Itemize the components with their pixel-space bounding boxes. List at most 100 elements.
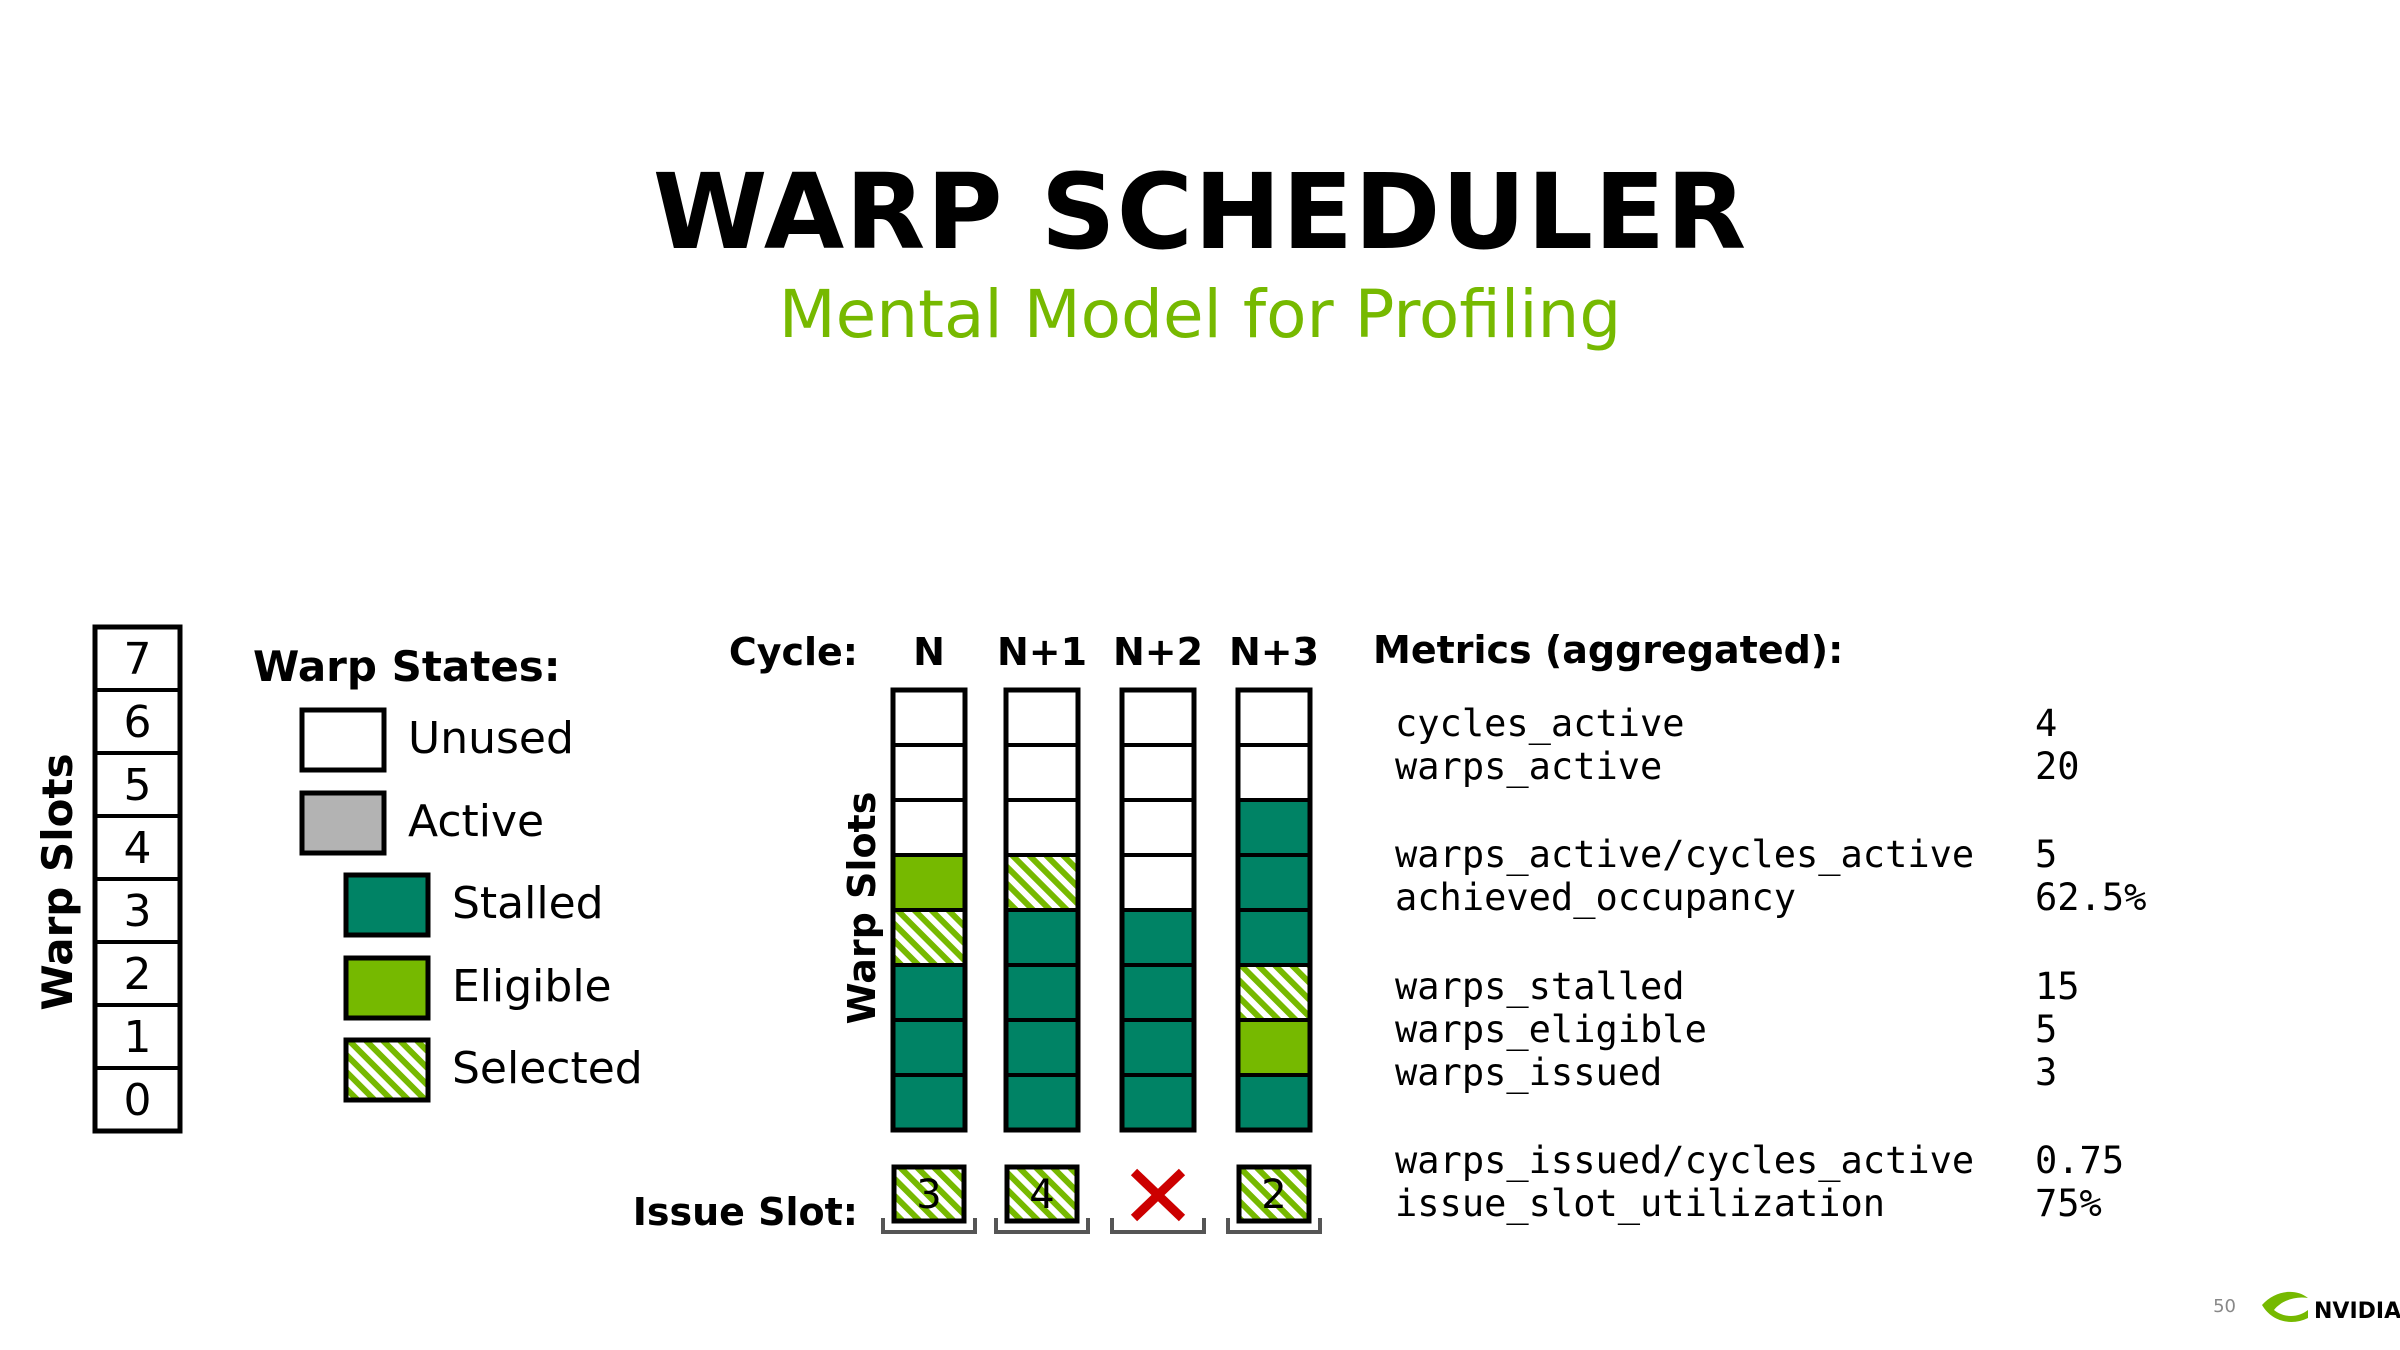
warp-cell-stalled [891,1073,967,1132]
warp-cell-unused [1236,743,1312,802]
legend-label-unused: Unused [408,713,574,764]
warp-cell-selected [1004,853,1080,912]
cycle-column-N+1: N+1 4 [994,630,1090,1234]
metric-name: issue_slot_utilization [1395,1182,1885,1226]
warp-cell-unused [1120,743,1196,802]
warp-cell-selected [1236,963,1312,1022]
warp-cell-stalled [891,1018,967,1077]
issue-slot-selected [1004,1164,1080,1224]
warp-cell-unused [1004,688,1080,747]
nvidia-wordmark: NVIDIA [2314,1299,2400,1324]
metric-value: 5 [2035,833,2057,876]
cycle-label: N [913,630,945,674]
warp-cell-stalled [891,963,967,1022]
warp-cell-unused [1120,688,1196,747]
warp-slot-index-2: 2 [124,949,152,1000]
legend-title: Warp States: [253,642,561,691]
cycle-column-frame [1119,687,1197,1133]
issue-slot-warp-index: 3 [916,1172,941,1218]
legend-label-eligible: Eligible [452,961,612,1012]
warp-cell-unused [1004,743,1080,802]
cycle-column-frame [1235,687,1313,1133]
metric-value: 75% [2035,1182,2102,1225]
warp-cell-stalled [1236,798,1312,857]
warp-cell-stalled [1236,853,1312,912]
metric-name: warps_issued [1395,1051,1662,1095]
warp-slot-index-7: 7 [124,634,152,685]
cycle-label: N+1 [997,630,1087,674]
metric-name: warps_eligible [1395,1008,1707,1052]
warp-cell-eligible [1236,1018,1312,1077]
slide-title: WARP SCHEDULER [652,151,1748,273]
metric-name: cycles_active [1395,702,1685,746]
warp-slot-index-3: 3 [124,886,152,937]
cycle-column-frame [890,687,968,1133]
issue-slot-selected [1236,1164,1312,1224]
cycle-warp-slots-axis-label: Warp Slots [840,792,884,1025]
warp-slot-index-6: 6 [124,697,152,748]
legend-swatch-stalled [343,872,431,938]
issue-slot-bracket [881,1218,977,1234]
metric-value: 15 [2035,965,2080,1008]
warp-cell-stalled [1120,908,1196,967]
nvidia-logo: NVIDIA [2262,1291,2400,1324]
warp-cell-stalled [1004,908,1080,967]
warp-slot-index-1: 1 [124,1012,152,1063]
metric-name: achieved_occupancy [1395,876,1796,920]
cycle-label: N+3 [1229,630,1319,674]
metric-value: 5 [2035,1008,2057,1051]
warp-cell-stalled [1236,908,1312,967]
warp-cell-stalled [1236,1073,1312,1132]
metric-value: 0.75 [2035,1139,2124,1182]
legend-swatch-selected [343,1037,431,1103]
warp-slots-axis-label: Warp Slots [33,753,82,1010]
cycle-header-label: Cycle: [729,630,858,674]
warp-cell-eligible [891,853,967,912]
warp-slot-index-5: 5 [124,760,152,811]
cycle-column-N: N3 [881,630,977,1234]
metric-value: 62.5% [2035,876,2146,919]
issue-slot-label: Issue Slot: [633,1190,858,1234]
warp-slot-index-0: 0 [124,1075,152,1126]
warp-slots-index-column: 7 6 5 4 3 2 1 0 Warp Slots [33,624,183,1134]
warp-cell-stalled [1004,1018,1080,1077]
legend-label-selected: Selected [452,1043,643,1094]
warp-cell-unused [891,798,967,857]
issue-slot-bracket [1226,1218,1322,1234]
legend-swatch-unused [299,707,387,773]
warp-cell-stalled [1120,1073,1196,1132]
metric-name: warps_issued/cycles_active [1395,1139,1974,1183]
nvidia-eye-icon [2262,1291,2308,1322]
warp-slot-index-4: 4 [124,823,152,874]
warp-cell-selected [891,908,967,967]
no-issue-x-icon [1130,1168,1186,1222]
warp-cell-unused [1004,798,1080,857]
warp-cell-stalled [1120,963,1196,1022]
metric-value: 20 [2035,745,2080,788]
metric-value: 4 [2035,702,2057,745]
metric-name: warps_active/cycles_active [1395,833,1974,877]
cycle-column-N+2: N+2 [1110,630,1206,1234]
slide-subtitle: Mental Model for Profiling [778,276,1622,353]
warp-cell-unused [1236,688,1312,747]
issue-slot-selected [891,1164,967,1224]
warp-cell-unused [891,688,967,747]
issue-slot-bracket [994,1218,1090,1234]
metrics-title: Metrics (aggregated): [1373,628,1843,672]
warp-cell-unused [891,743,967,802]
legend-label-active: Active [408,796,544,847]
metrics-panel: Metrics (aggregated): cycles_active 4 warps… [1373,628,2146,1226]
warp-cell-unused [1120,853,1196,912]
issue-slot-warp-index: 2 [1261,1172,1286,1218]
page-number: 50 [2213,1296,2236,1317]
warp-states-legend: Warp States:UnusedActiveStalledEligibleS… [253,642,643,1103]
cycle-column-N+3: N+3 2 [1226,630,1322,1234]
issue-slot-bracket [1110,1218,1206,1234]
cycle-label: N+2 [1113,630,1203,674]
warp-cell-stalled [1120,1018,1196,1077]
issue-slot-warp-index: 4 [1029,1172,1054,1218]
legend-swatch-active [299,790,387,856]
